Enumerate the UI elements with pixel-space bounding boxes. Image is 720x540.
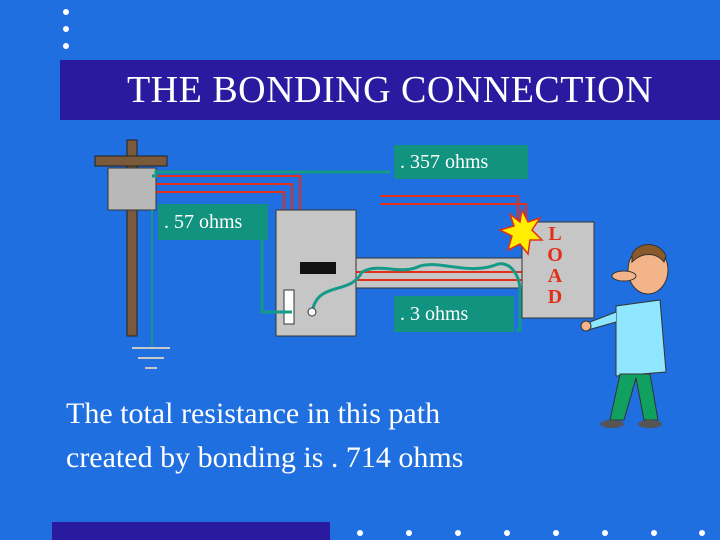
bottom-dot	[406, 530, 412, 536]
pointing-man-icon	[580, 244, 669, 428]
utility-pole-icon	[94, 139, 168, 337]
load-letter: L	[548, 223, 562, 245]
resistance-label-bottom: . 3 ohms	[394, 296, 514, 332]
page-title: THE BONDING CONNECTION	[126, 69, 654, 111]
bonding-conductor	[152, 170, 522, 332]
caption-line: created by bonding is . 714 ohms	[66, 441, 464, 474]
bottom-dot	[455, 530, 461, 536]
bottom-dot	[357, 530, 363, 536]
corner-dot	[63, 9, 69, 15]
bottom-dot	[602, 530, 608, 536]
caption: The total resistance in this path create…	[66, 392, 586, 480]
load-label: L O A D	[545, 224, 565, 308]
caption-line: The total resistance in this path	[66, 397, 441, 430]
resistance-label-top: . 357 ohms	[394, 145, 528, 179]
title-bar: THE BONDING CONNECTION	[60, 60, 720, 120]
bottom-dot	[504, 530, 510, 536]
ground-symbol-icon	[132, 210, 170, 369]
footer-bar	[52, 522, 330, 540]
bottom-dot	[553, 530, 559, 536]
bottom-dot	[699, 530, 705, 536]
corner-dot	[63, 43, 69, 49]
corner-dot	[63, 26, 69, 32]
resistance-label-left: . 57 ohms	[158, 204, 268, 240]
load-letter: A	[547, 265, 563, 287]
spark-icon	[497, 207, 544, 256]
load-letter: D	[547, 286, 563, 308]
ground-bar	[283, 289, 295, 325]
panel-breaker	[300, 262, 336, 274]
bottom-dot	[651, 530, 657, 536]
bond-connection-point	[307, 307, 317, 317]
load-letter: O	[547, 244, 563, 266]
